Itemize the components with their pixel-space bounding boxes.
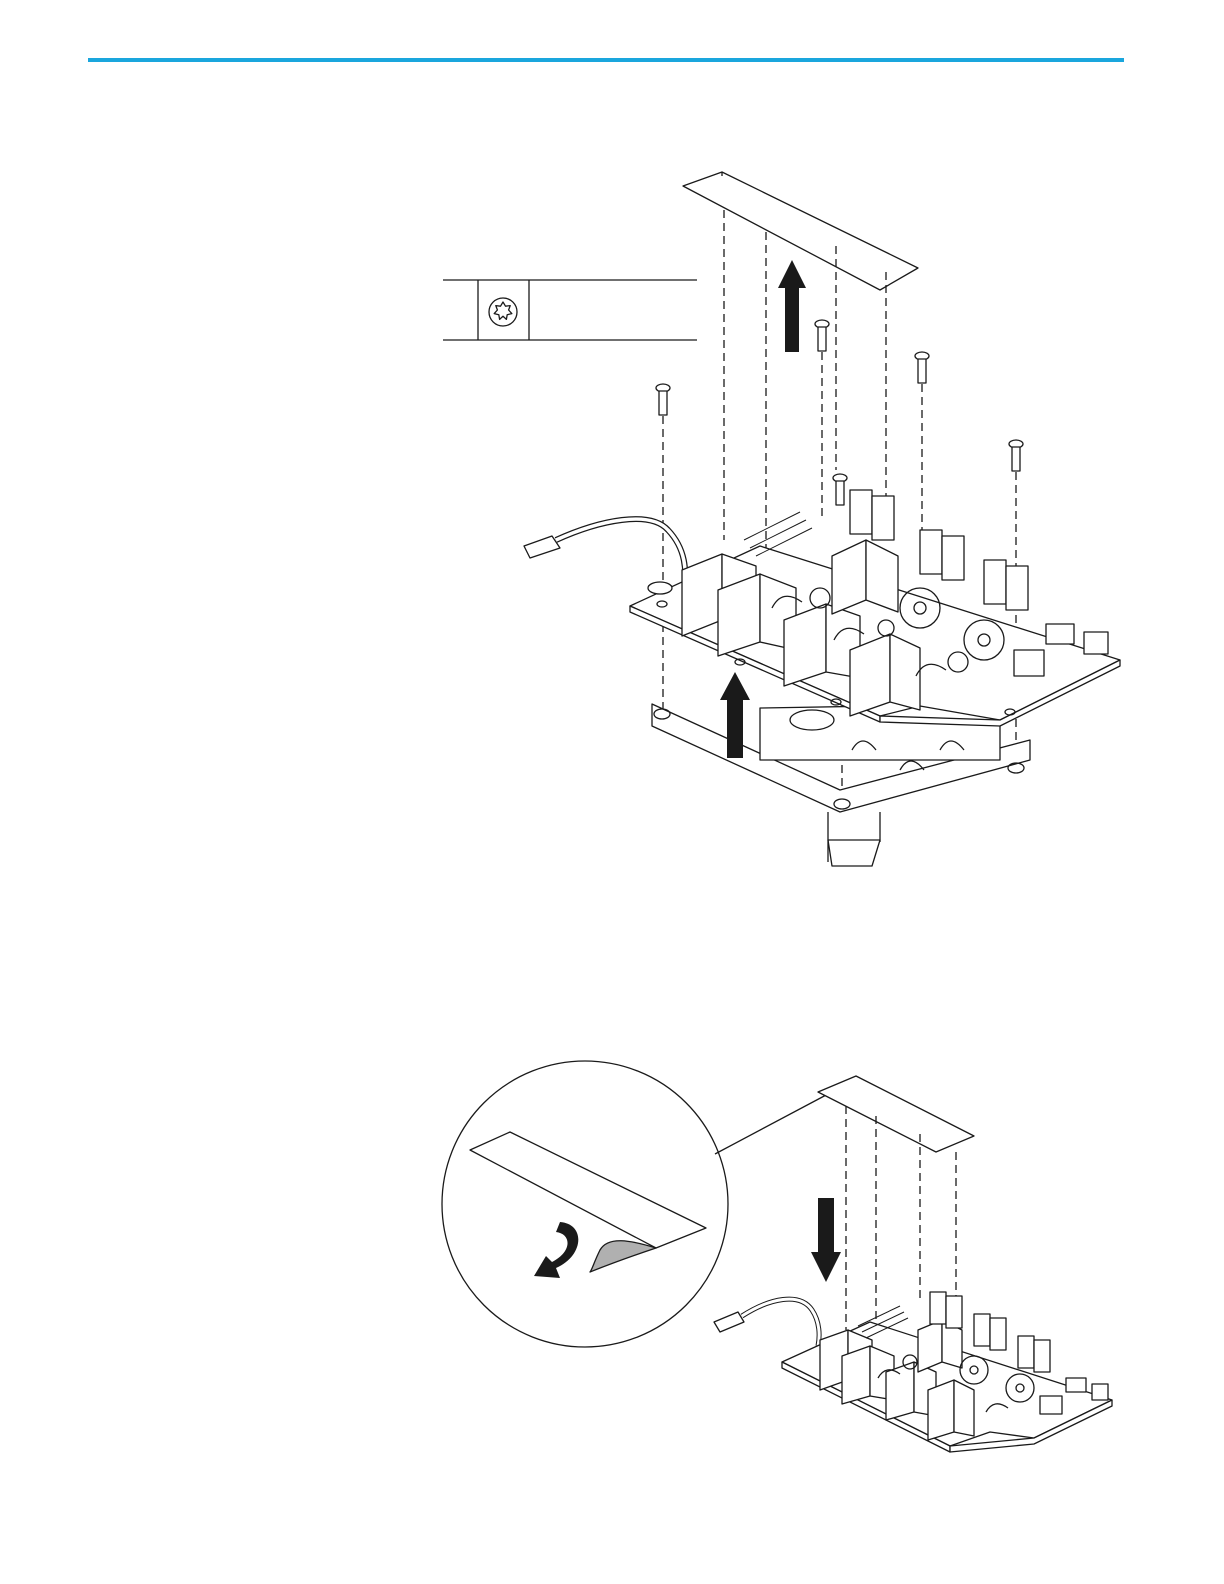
tool-callout — [443, 280, 697, 340]
cable — [714, 1299, 819, 1346]
screw — [656, 384, 670, 415]
lift-arrow-up-pad — [778, 260, 806, 352]
thermal-pad — [683, 172, 918, 290]
screw — [815, 320, 829, 351]
pcb-board — [782, 1292, 1112, 1452]
thermal-pad — [818, 1076, 974, 1152]
press-arrow-down — [811, 1198, 841, 1282]
screw — [915, 352, 929, 383]
screw — [833, 474, 847, 505]
pcb-board — [630, 490, 1120, 726]
heatsink-base — [652, 704, 1030, 866]
screw — [1009, 440, 1023, 471]
torx-screwdriver-icon — [489, 298, 517, 326]
